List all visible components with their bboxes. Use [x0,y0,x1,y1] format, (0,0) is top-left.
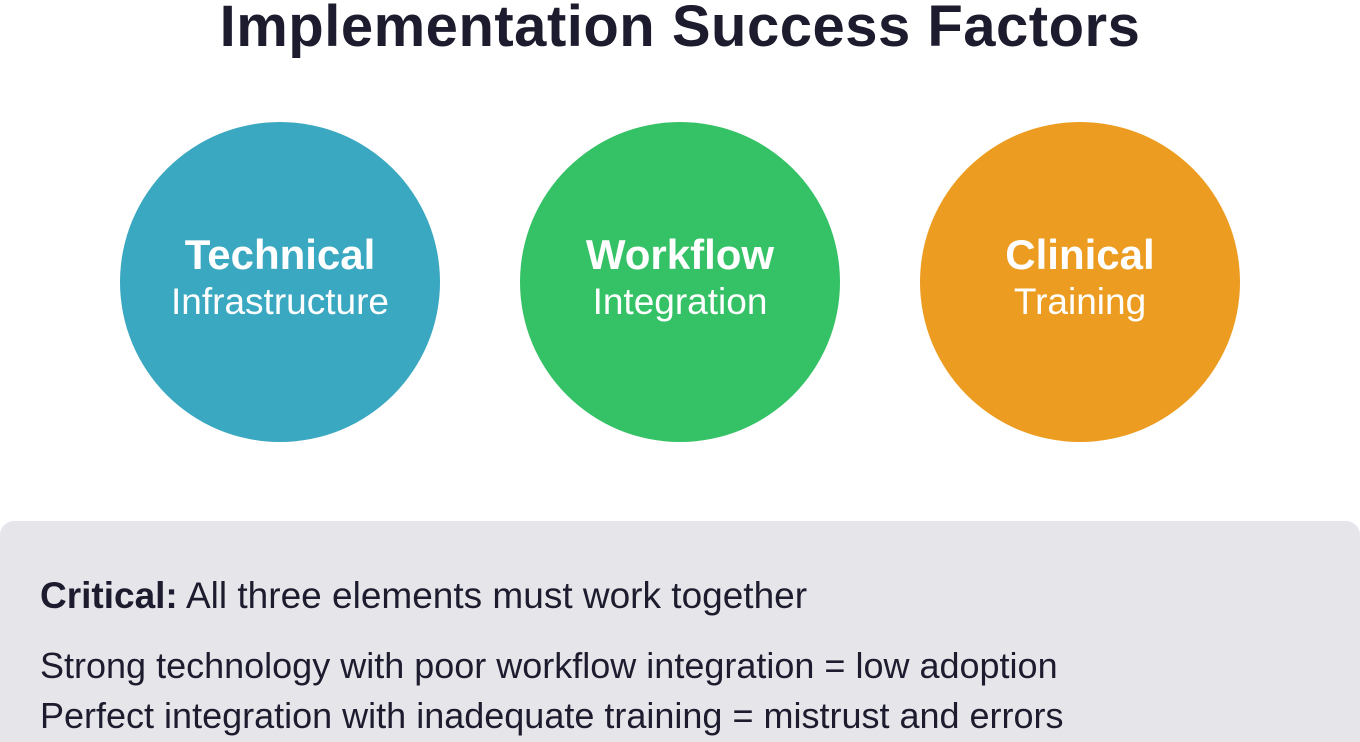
factor-sub-label: Integration [592,281,768,322]
note-line-training: Perfect integration with inadequate trai… [40,695,1064,736]
factor-circle-workflow: Workflow Integration [520,122,840,442]
critical-text: All three elements must work together [177,575,808,616]
critical-label: Critical: [40,575,178,616]
note-line-adoption: Strong technology with poor workflow int… [40,645,1058,686]
factor-sub-label: Infrastructure [171,281,389,322]
factor-main-label: Technical [184,231,376,278]
factor-circle-technical: Technical Infrastructure [120,122,440,442]
factor-circle-clinical: Clinical Training [920,122,1240,442]
slide-title: Implementation Success Factors [219,0,1141,59]
critical-note-lead: Critical: All three elements must work t… [40,574,807,618]
critical-note-panel [0,521,1360,742]
factor-sub-label: Training [1013,281,1147,322]
factor-main-label: Workflow [585,231,775,278]
factor-main-label: Clinical [1005,231,1155,278]
